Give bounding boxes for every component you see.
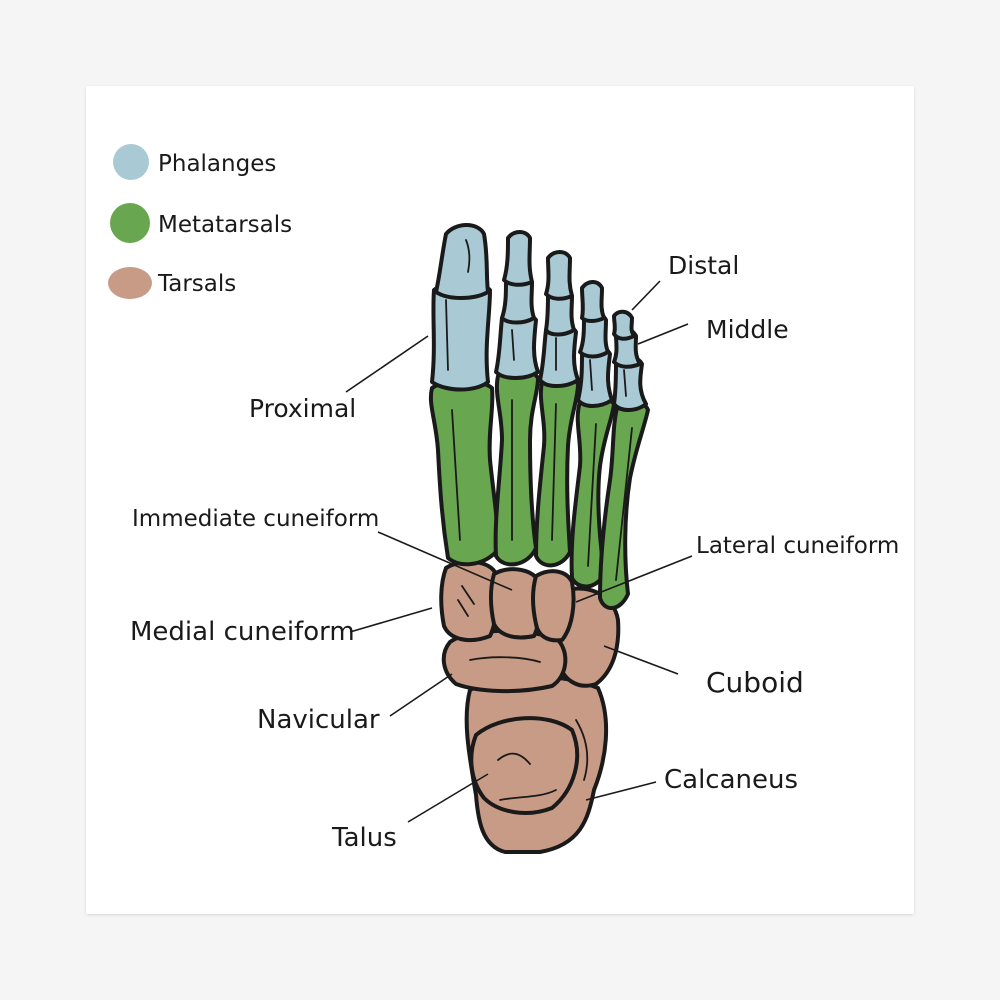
leader-lateral-cuneiform <box>575 555 693 603</box>
leader-medial-cuneiform <box>349 607 433 633</box>
legend-swatch-metatarsals <box>110 203 150 243</box>
label-talus: Talus <box>331 823 397 853</box>
legend-swatch-phalanges <box>113 144 149 180</box>
toe-2-distal-phalanx <box>502 230 534 287</box>
leader-cuboid <box>603 645 679 675</box>
legend-swatch-tarsals <box>108 267 152 299</box>
label-proximal: Proximal <box>249 394 356 423</box>
leader-distal <box>631 280 661 311</box>
phalanges-group <box>430 223 648 412</box>
legend-label-phalanges: Phalanges <box>158 151 276 177</box>
metatarsals-group <box>428 368 650 610</box>
label-medial-cuneiform: Medial cuneiform <box>130 617 355 647</box>
legend: Phalanges Metatarsals Tarsals <box>108 144 292 299</box>
toe-4-distal-phalanx <box>580 280 606 323</box>
label-calcaneus: Calcaneus <box>664 765 798 795</box>
legend-label-metatarsals: Metatarsals <box>158 212 292 238</box>
label-navicular: Navicular <box>257 705 380 735</box>
tarsal-shading-lines <box>457 585 589 801</box>
toe-3-distal-phalanx <box>544 250 574 301</box>
leader-lines <box>345 280 693 823</box>
metatarsal-2-bone <box>493 368 540 567</box>
bone-labels: Distal Middle Proximal Immediate cuneifo… <box>130 251 899 853</box>
tarsals-group <box>439 559 621 854</box>
lateral-cuneiform-bone <box>531 569 576 643</box>
label-cuboid: Cuboid <box>706 666 804 699</box>
label-distal: Distal <box>668 251 739 280</box>
metatarsal-1-bone <box>428 378 500 567</box>
leader-navicular <box>389 673 453 717</box>
label-immediate-cuneiform: Immediate cuneiform <box>132 506 379 532</box>
metatarsal-shading-lines <box>451 399 633 581</box>
toe-1-distal-phalanx <box>434 223 490 300</box>
leader-immediate-cuneiform <box>377 531 513 591</box>
phalanx-shading-lines <box>445 239 627 397</box>
legend-label-tarsals: Tarsals <box>157 271 236 297</box>
talus-bone <box>469 716 580 815</box>
label-middle: Middle <box>706 315 789 344</box>
leader-calcaneus <box>585 781 657 801</box>
medial-cuneiform-bone <box>439 559 500 643</box>
leader-proximal <box>345 335 429 393</box>
leader-middle <box>637 323 689 345</box>
label-lateral-cuneiform: Lateral cuneiform <box>696 533 899 559</box>
toe-5-distal-phalanx <box>612 309 636 341</box>
leader-talus <box>407 773 489 823</box>
